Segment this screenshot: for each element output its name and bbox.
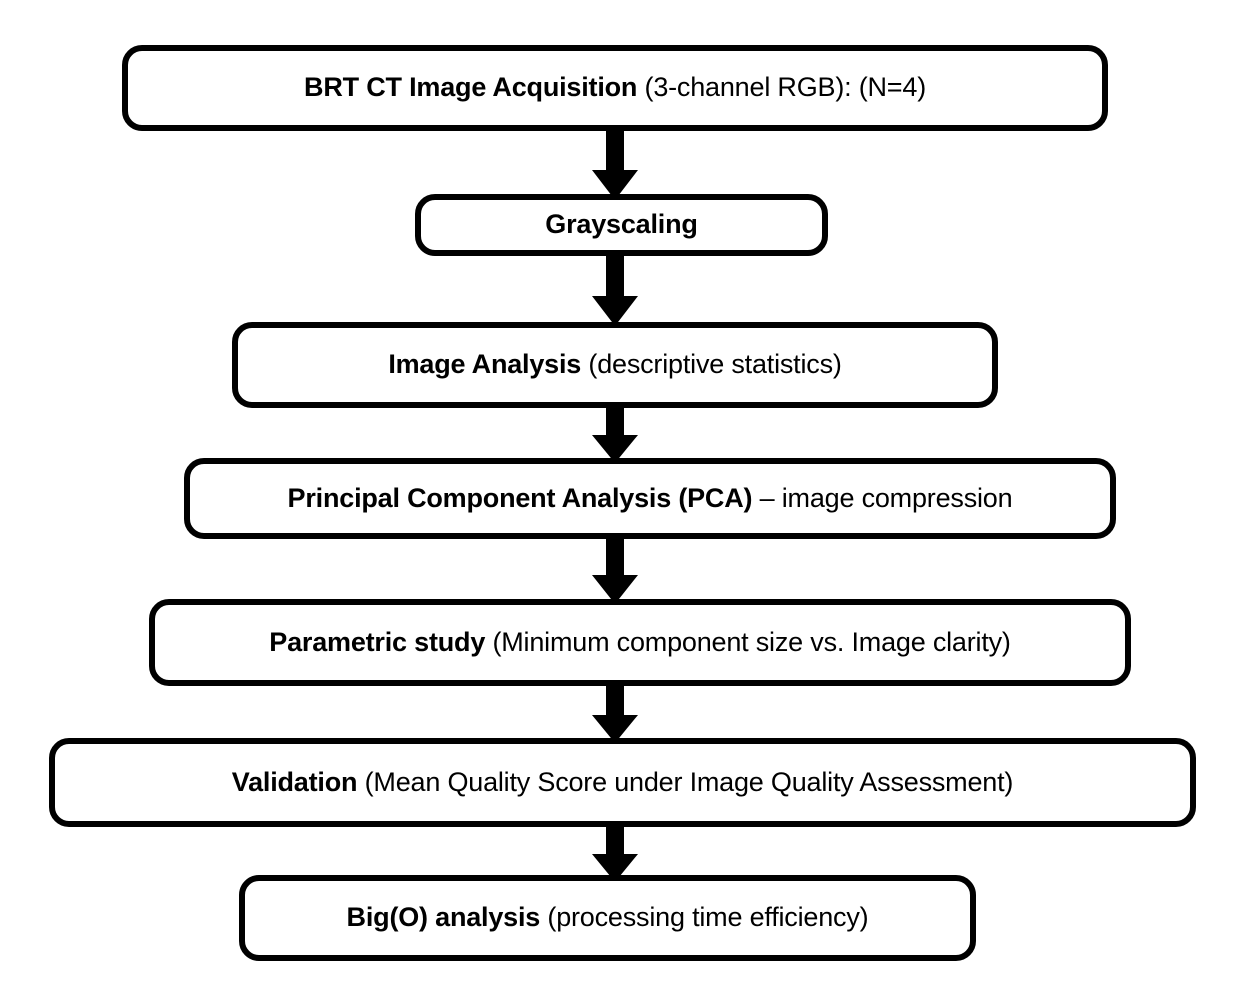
flow-node-label-regular: (descriptive statistics) bbox=[581, 349, 842, 380]
flow-node-label-regular: (Minimum component size vs. Image clarit… bbox=[485, 626, 1011, 657]
flow-node-principal-component-analysis[interactable]: Principal Component Analysis (PCA) – ima… bbox=[184, 458, 1116, 539]
flow-node-label-bold: BRT CT Image Acquisition bbox=[304, 72, 638, 103]
flow-node-brt-ct-image-acquisition[interactable]: BRT CT Image Acquisition (3-channel RGB)… bbox=[122, 45, 1108, 131]
flow-node-label: Validation (Mean Quality Score under Ima… bbox=[218, 766, 1027, 798]
down-arrow-icon bbox=[590, 534, 640, 606]
flow-node-label: Image Analysis (descriptive statistics) bbox=[374, 349, 855, 380]
flow-node-label-regular: – image compression bbox=[752, 482, 1013, 513]
flow-node-label-bold: Principal Component Analysis (PCA) bbox=[287, 482, 753, 513]
flow-node-label: Principal Component Analysis (PCA) – ima… bbox=[274, 482, 1027, 514]
down-arrow-icon bbox=[590, 681, 640, 745]
flow-node-parametric-study[interactable]: Parametric study (Minimum component size… bbox=[149, 599, 1131, 686]
flow-node-label-bold: Grayscaling bbox=[545, 209, 698, 240]
flow-node-grayscaling[interactable]: Grayscaling bbox=[415, 194, 828, 256]
flow-node-label-bold: Image Analysis bbox=[388, 349, 582, 380]
flow-node-label-bold: Big(O) analysis bbox=[346, 902, 541, 933]
flow-node-big-o-analysis[interactable]: Big(O) analysis (processing time efficie… bbox=[239, 875, 976, 961]
flow-node-label-bold: Parametric study bbox=[269, 626, 486, 657]
down-arrow-icon bbox=[590, 822, 640, 884]
flow-node-label-regular: (3-channel RGB): (N=4) bbox=[637, 72, 927, 103]
down-arrow-icon bbox=[590, 403, 640, 465]
flow-node-label-regular: (Mean Quality Score under Image Quality … bbox=[357, 766, 1014, 797]
flow-node-label-regular: (processing time efficiency) bbox=[540, 902, 869, 933]
flow-node-validation[interactable]: Validation (Mean Quality Score under Ima… bbox=[49, 738, 1196, 827]
down-arrow-icon bbox=[590, 126, 640, 202]
flow-node-label: Big(O) analysis (processing time efficie… bbox=[333, 902, 883, 933]
flow-node-label: Parametric study (Minimum component size… bbox=[255, 626, 1024, 658]
flow-node-label-bold: Validation bbox=[231, 766, 358, 797]
down-arrow-icon bbox=[590, 251, 640, 328]
flow-node-label: BRT CT Image Acquisition (3-channel RGB)… bbox=[290, 72, 940, 103]
flow-node-label: Grayscaling bbox=[531, 209, 711, 240]
flow-node-image-analysis[interactable]: Image Analysis (descriptive statistics) bbox=[232, 322, 998, 408]
